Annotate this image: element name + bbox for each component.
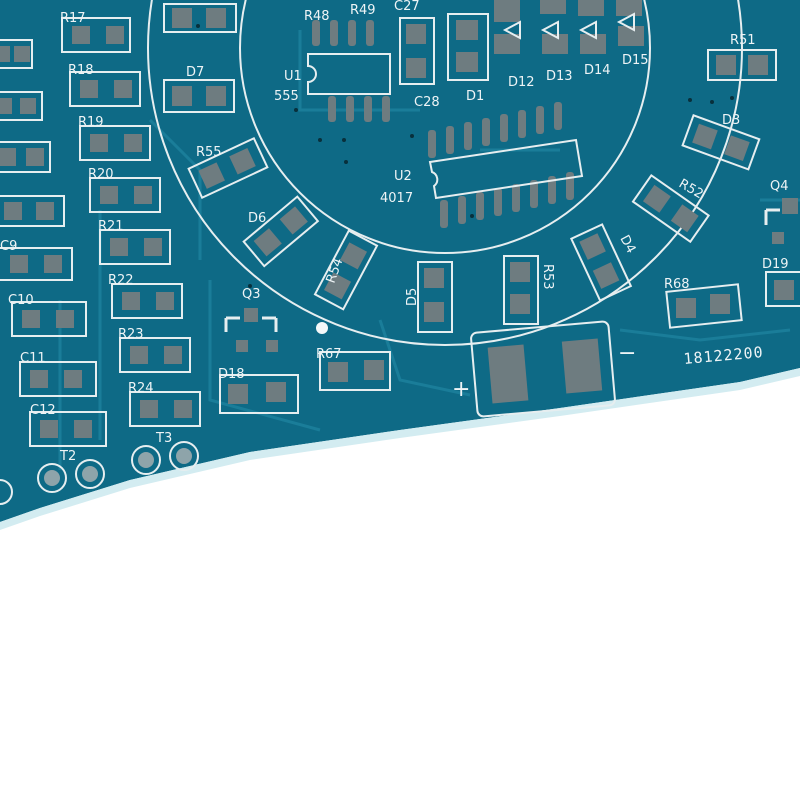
ring-components	[163, 0, 777, 333]
label-d12: D12	[508, 75, 535, 90]
mounting-hole	[316, 322, 328, 334]
outer-ring	[147, 0, 743, 346]
label-r55: R55	[196, 145, 222, 160]
silkscreen-labels: R17 R18 R19 R20 R21 R22 R23 R24 C9 C10 C…	[0, 0, 789, 464]
label-r18: R18	[68, 63, 94, 78]
label-u2: U2	[394, 169, 412, 184]
u2-dip16	[428, 102, 584, 228]
label-r17: R17	[60, 11, 86, 26]
label-c9: C9	[0, 239, 17, 254]
label-u1: U1	[284, 69, 302, 84]
label-u1-part: 555	[274, 89, 299, 104]
label-t2: T2	[59, 449, 76, 464]
inner-ring	[239, 0, 651, 254]
pcb-edge	[0, 368, 800, 530]
label-c10: C10	[8, 293, 34, 308]
label-r68: R68	[664, 277, 690, 292]
label-r49: R49	[350, 3, 376, 18]
label-d13: D13	[546, 69, 573, 84]
label-r22: R22	[108, 273, 134, 288]
u1-dip8	[307, 20, 391, 122]
label-d6: D6	[248, 211, 266, 226]
label-r51: R51	[730, 33, 756, 48]
label-d15: D15	[622, 53, 649, 68]
vias	[196, 24, 734, 288]
label-r20: R20	[88, 167, 114, 182]
label-d14: D14	[584, 63, 611, 78]
label-d5: D5	[405, 288, 420, 306]
label-r24: R24	[128, 381, 154, 396]
label-r48: R48	[304, 9, 330, 24]
left-components	[0, 17, 201, 447]
power-connector	[470, 320, 616, 418]
label-c28: C28	[414, 95, 440, 110]
label-minus: −	[618, 341, 636, 366]
through-hole-pads	[0, 441, 199, 505]
label-q4: Q4	[770, 179, 789, 194]
label-plus: +	[452, 377, 470, 402]
label-d19: D19	[762, 257, 789, 272]
label-d1: D1	[466, 89, 484, 104]
label-c11: C11	[20, 351, 46, 366]
label-q3: Q3	[242, 287, 261, 302]
label-r67: R67	[316, 347, 342, 362]
label-r23: R23	[118, 327, 144, 342]
label-r53: R53	[540, 264, 555, 290]
label-c27: C27	[394, 0, 420, 14]
label-r19: R19	[78, 115, 104, 130]
q3-footprint	[224, 308, 278, 352]
label-d3: D3	[722, 113, 740, 128]
label-c12: C12	[30, 403, 56, 418]
label-d7: D7	[186, 65, 204, 80]
label-r21: R21	[98, 219, 124, 234]
label-t3: T3	[155, 431, 172, 446]
label-d18: D18	[218, 367, 245, 382]
label-u2-part: 4017	[380, 191, 413, 206]
